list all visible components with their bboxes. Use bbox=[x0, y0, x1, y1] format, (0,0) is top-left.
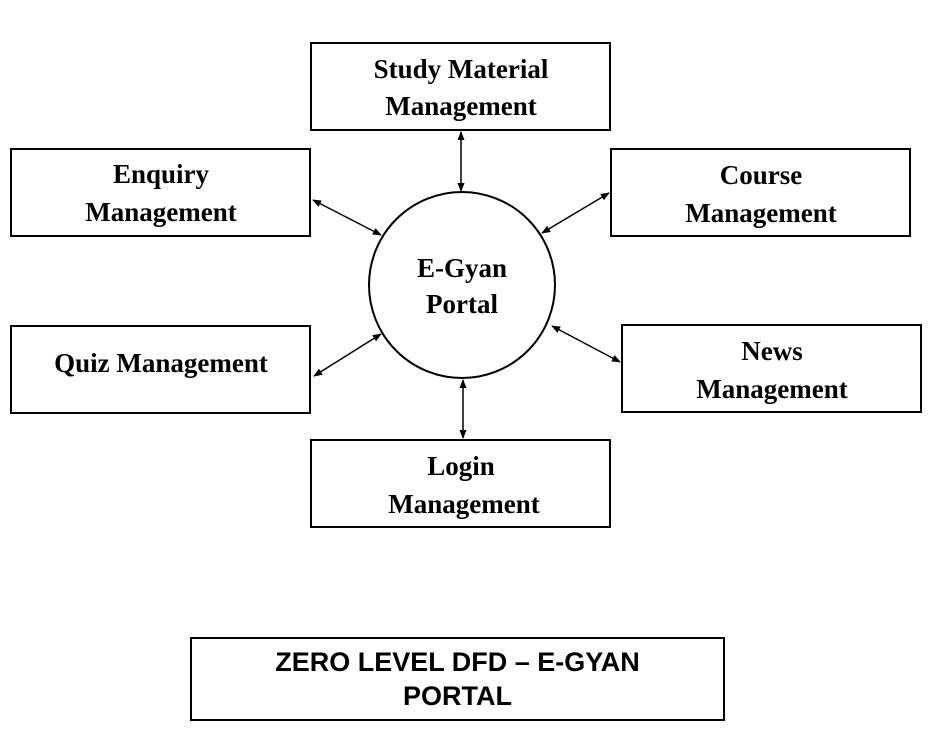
node-enquiry-management: Enquiry Management bbox=[10, 148, 311, 237]
node-study-material-line2: Management bbox=[385, 91, 536, 121]
diagram-caption: ZERO LEVEL DFD – E-GYAN PORTAL bbox=[190, 637, 725, 721]
node-news-management: News Management bbox=[621, 324, 922, 413]
node-course-line2: Management bbox=[685, 198, 836, 228]
flow-arrow-news bbox=[551, 325, 621, 363]
flow-arrow-course bbox=[541, 192, 610, 234]
center-process-label-line1: E-Gyan bbox=[417, 253, 507, 283]
node-course-management: Course Management bbox=[610, 148, 911, 237]
node-news-line1: News bbox=[741, 336, 803, 366]
node-study-material-management: Study Material Management bbox=[310, 42, 611, 131]
node-login-line1: Login bbox=[427, 451, 495, 481]
center-process-node: E-Gyan Portal bbox=[368, 191, 556, 379]
center-process-label-line2: Portal bbox=[426, 289, 498, 319]
node-quiz-line1: Quiz Management bbox=[54, 348, 268, 378]
node-login-line2: Management bbox=[388, 489, 539, 519]
node-news-line2: Management bbox=[696, 374, 847, 404]
node-quiz-management: Quiz Management bbox=[10, 325, 311, 414]
diagram-caption-line1: ZERO LEVEL DFD – E-GYAN bbox=[275, 647, 640, 677]
node-login-management: Login Management bbox=[310, 439, 611, 528]
flow-arrow-quiz bbox=[313, 333, 382, 377]
flow-arrow-enquiry bbox=[312, 199, 382, 236]
node-enquiry-line2: Management bbox=[85, 197, 236, 227]
node-enquiry-line1: Enquiry bbox=[113, 159, 210, 189]
diagram-caption-line2: PORTAL bbox=[403, 681, 512, 711]
node-study-material-line1: Study Material bbox=[374, 54, 549, 84]
node-course-line1: Course bbox=[720, 160, 803, 190]
